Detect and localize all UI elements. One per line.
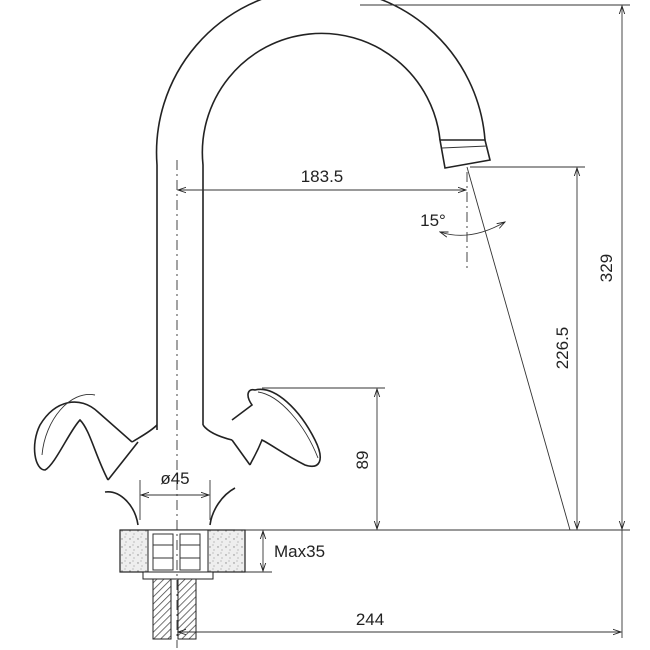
dim-handle-height: 89 [353,451,372,470]
mounting-studs [152,533,201,571]
spout [155,0,491,430]
dim-spout-height: 226.5 [553,327,572,370]
dim-total-reach: 244 [356,610,384,629]
right-handle [231,388,321,467]
dimension-lines [141,6,622,632]
dim-total-height: 329 [597,254,616,282]
dim-base-diameter: ø45 [160,469,189,488]
angle-arc [440,222,505,235]
countertop [119,529,246,580]
extension-lines [139,4,630,638]
dim-spout-reach: 183.5 [301,167,344,186]
supply-hoses [152,578,197,640]
dim-max-counter-thickness: Max35 [274,542,325,561]
dim-spout-angle: 15° [420,211,446,230]
faucet-body [104,424,251,526]
left-handle [33,394,133,481]
